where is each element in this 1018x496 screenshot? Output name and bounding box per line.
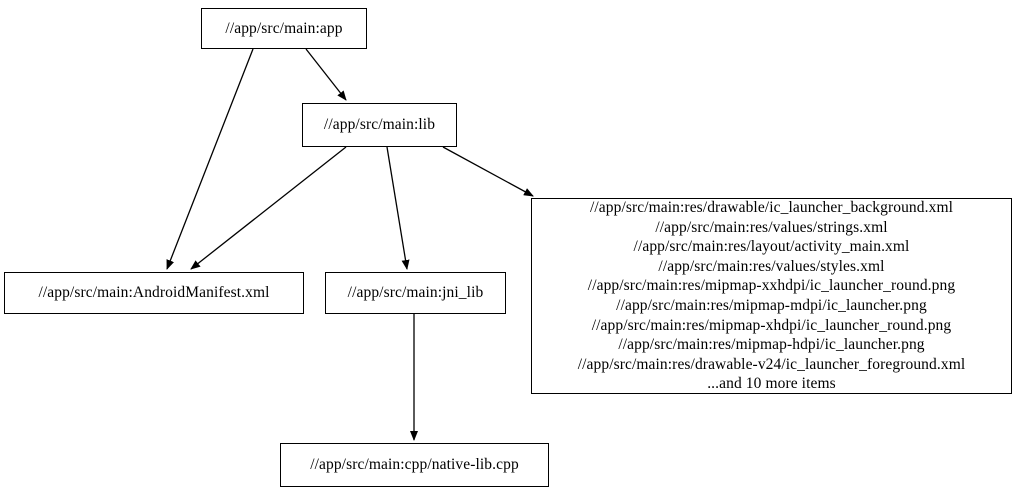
graph-edge-lib-to-manifest	[190, 146, 347, 270]
graph-node-android-manifest-label: //app/src/main:AndroidManifest.xml	[38, 284, 270, 302]
graph-edge-app-to-lib	[305, 48, 347, 101]
graph-node-jni-lib[interactable]: //app/src/main:jni_lib	[325, 272, 506, 314]
graph-node-lib-label: //app/src/main:lib	[323, 116, 436, 134]
graph-node-lib[interactable]: //app/src/main:lib	[302, 103, 457, 147]
graph-node-native-lib-cpp[interactable]: //app/src/main:cpp/native-lib.cpp	[280, 443, 549, 487]
graph-node-app-label: //app/src/main:app	[225, 19, 343, 37]
graph-edge-lib-to-jni_lib	[386, 146, 410, 270]
graph-node-android-manifest[interactable]: //app/src/main:AndroidManifest.xml	[4, 272, 304, 314]
graph-node-native-lib-cpp-label: //app/src/main:cpp/native-lib.cpp	[310, 456, 519, 474]
graph-edge-lib-to-resources	[442, 146, 534, 197]
graph-node-resources-label: //app/src/main:res/drawable/ic_launcher_…	[577, 199, 966, 393]
graph-edge-app-to-manifest	[166, 48, 254, 270]
graph-node-jni-lib-label: //app/src/main:jni_lib	[347, 284, 484, 302]
graph-node-app[interactable]: //app/src/main:app	[201, 8, 367, 49]
graph-node-resources[interactable]: //app/src/main:res/drawable/ic_launcher_…	[531, 198, 1012, 394]
